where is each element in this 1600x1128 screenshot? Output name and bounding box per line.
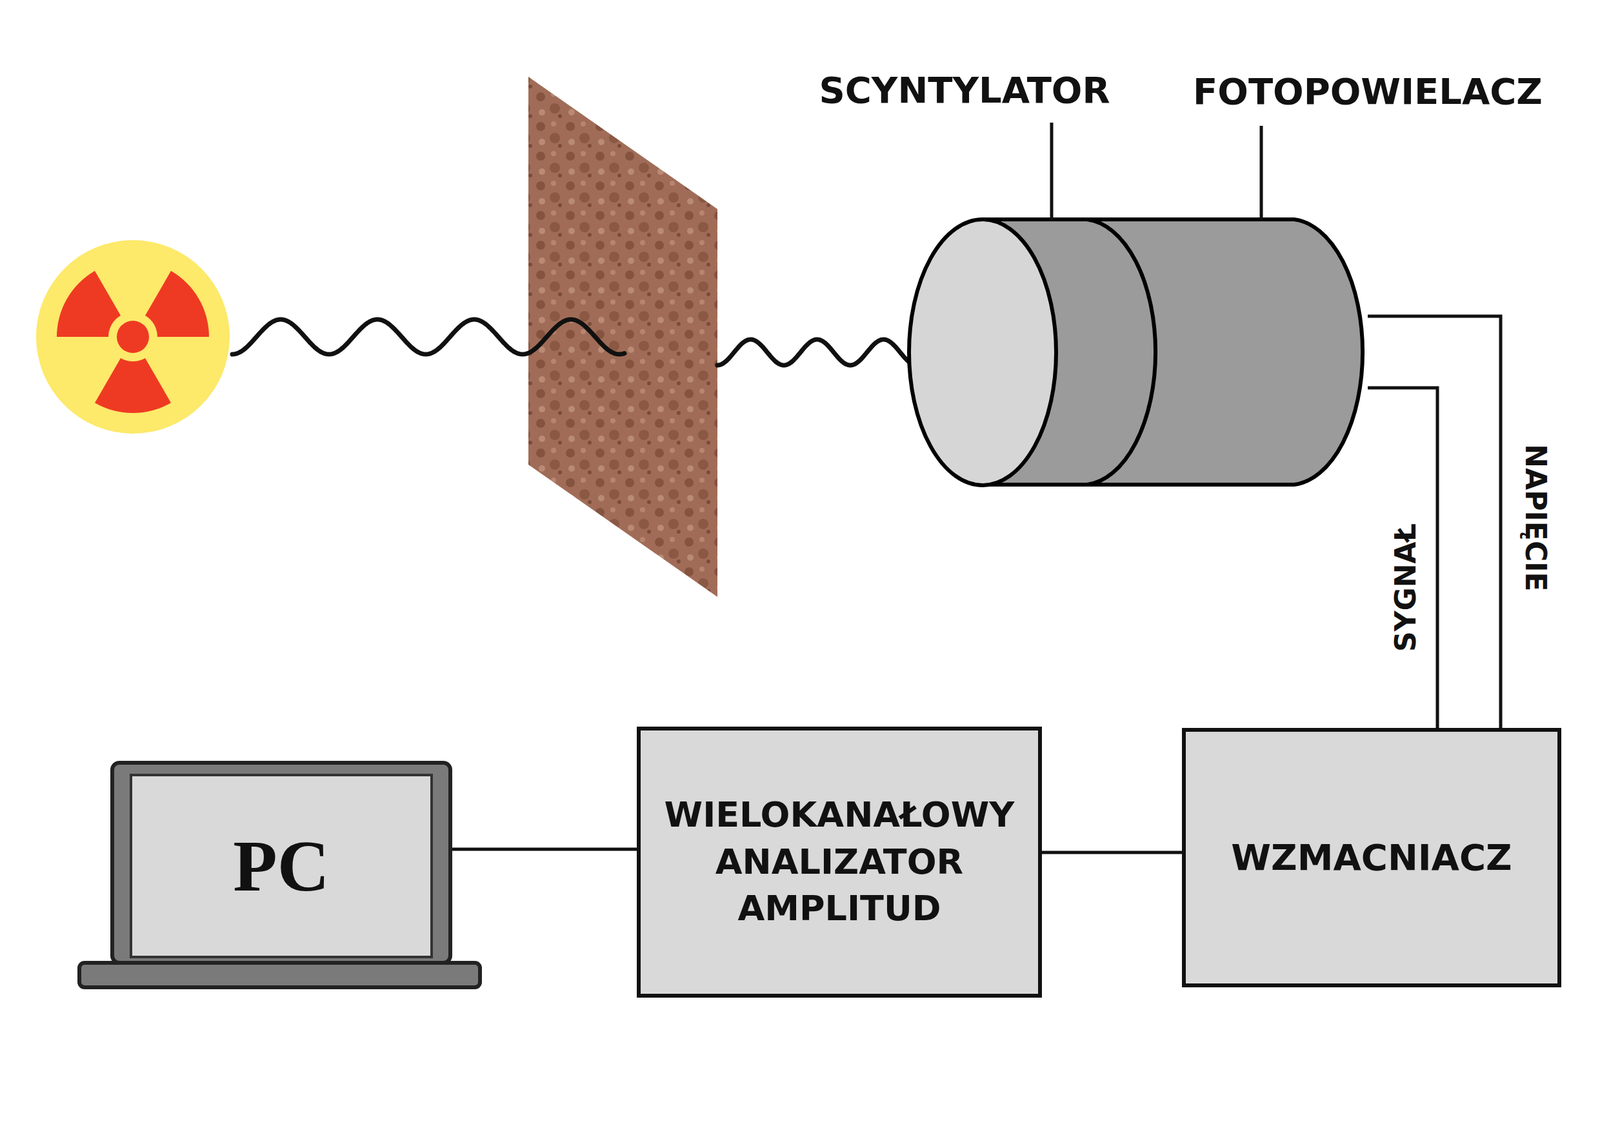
wave-line [232,319,625,355]
analyzer-box: WIELOKANAŁOWY ANALIZATOR AMPLITUD [636,726,1042,998]
absorber-plate [528,76,718,597]
radiation-symbol [56,270,210,413]
laptop-screen: PC [129,773,433,959]
wire [1041,850,1182,855]
wire [1367,387,1438,728]
laptop-base [79,962,480,988]
part-label: FOTOPOWIELACZ [1192,70,1543,113]
radiation-center [116,320,150,353]
wire [452,847,637,851]
node-label: PC [232,824,330,908]
radiation-blade [145,270,210,337]
amplifier-box: WZMACNIACZ [1181,727,1562,988]
signal-label: SYGNAŁ [1388,520,1422,655]
radiation-blade [56,270,121,337]
node-label: WZMACNIACZ [1230,832,1512,882]
photomultiplier: FOTOPOWIELACZ [1087,219,1368,485]
gamma-rays [232,319,1006,366]
detector-divider [1087,219,1156,485]
signal-label: NAPIĘCIE [1519,441,1553,594]
scintillator: SCYNTYLATOR [909,219,1088,485]
leader-line [1260,125,1264,220]
computer: PC [110,760,453,965]
radiation-blade [94,358,171,413]
radiation-source [36,240,230,434]
part-label: SCYNTYLATOR [818,69,1110,111]
leader-line [1050,122,1054,220]
node-label: WIELOKANAŁOWY ANALIZATOR AMPLITUD [647,791,1032,933]
scintillator-face [909,219,1057,486]
wire [1367,316,1501,728]
